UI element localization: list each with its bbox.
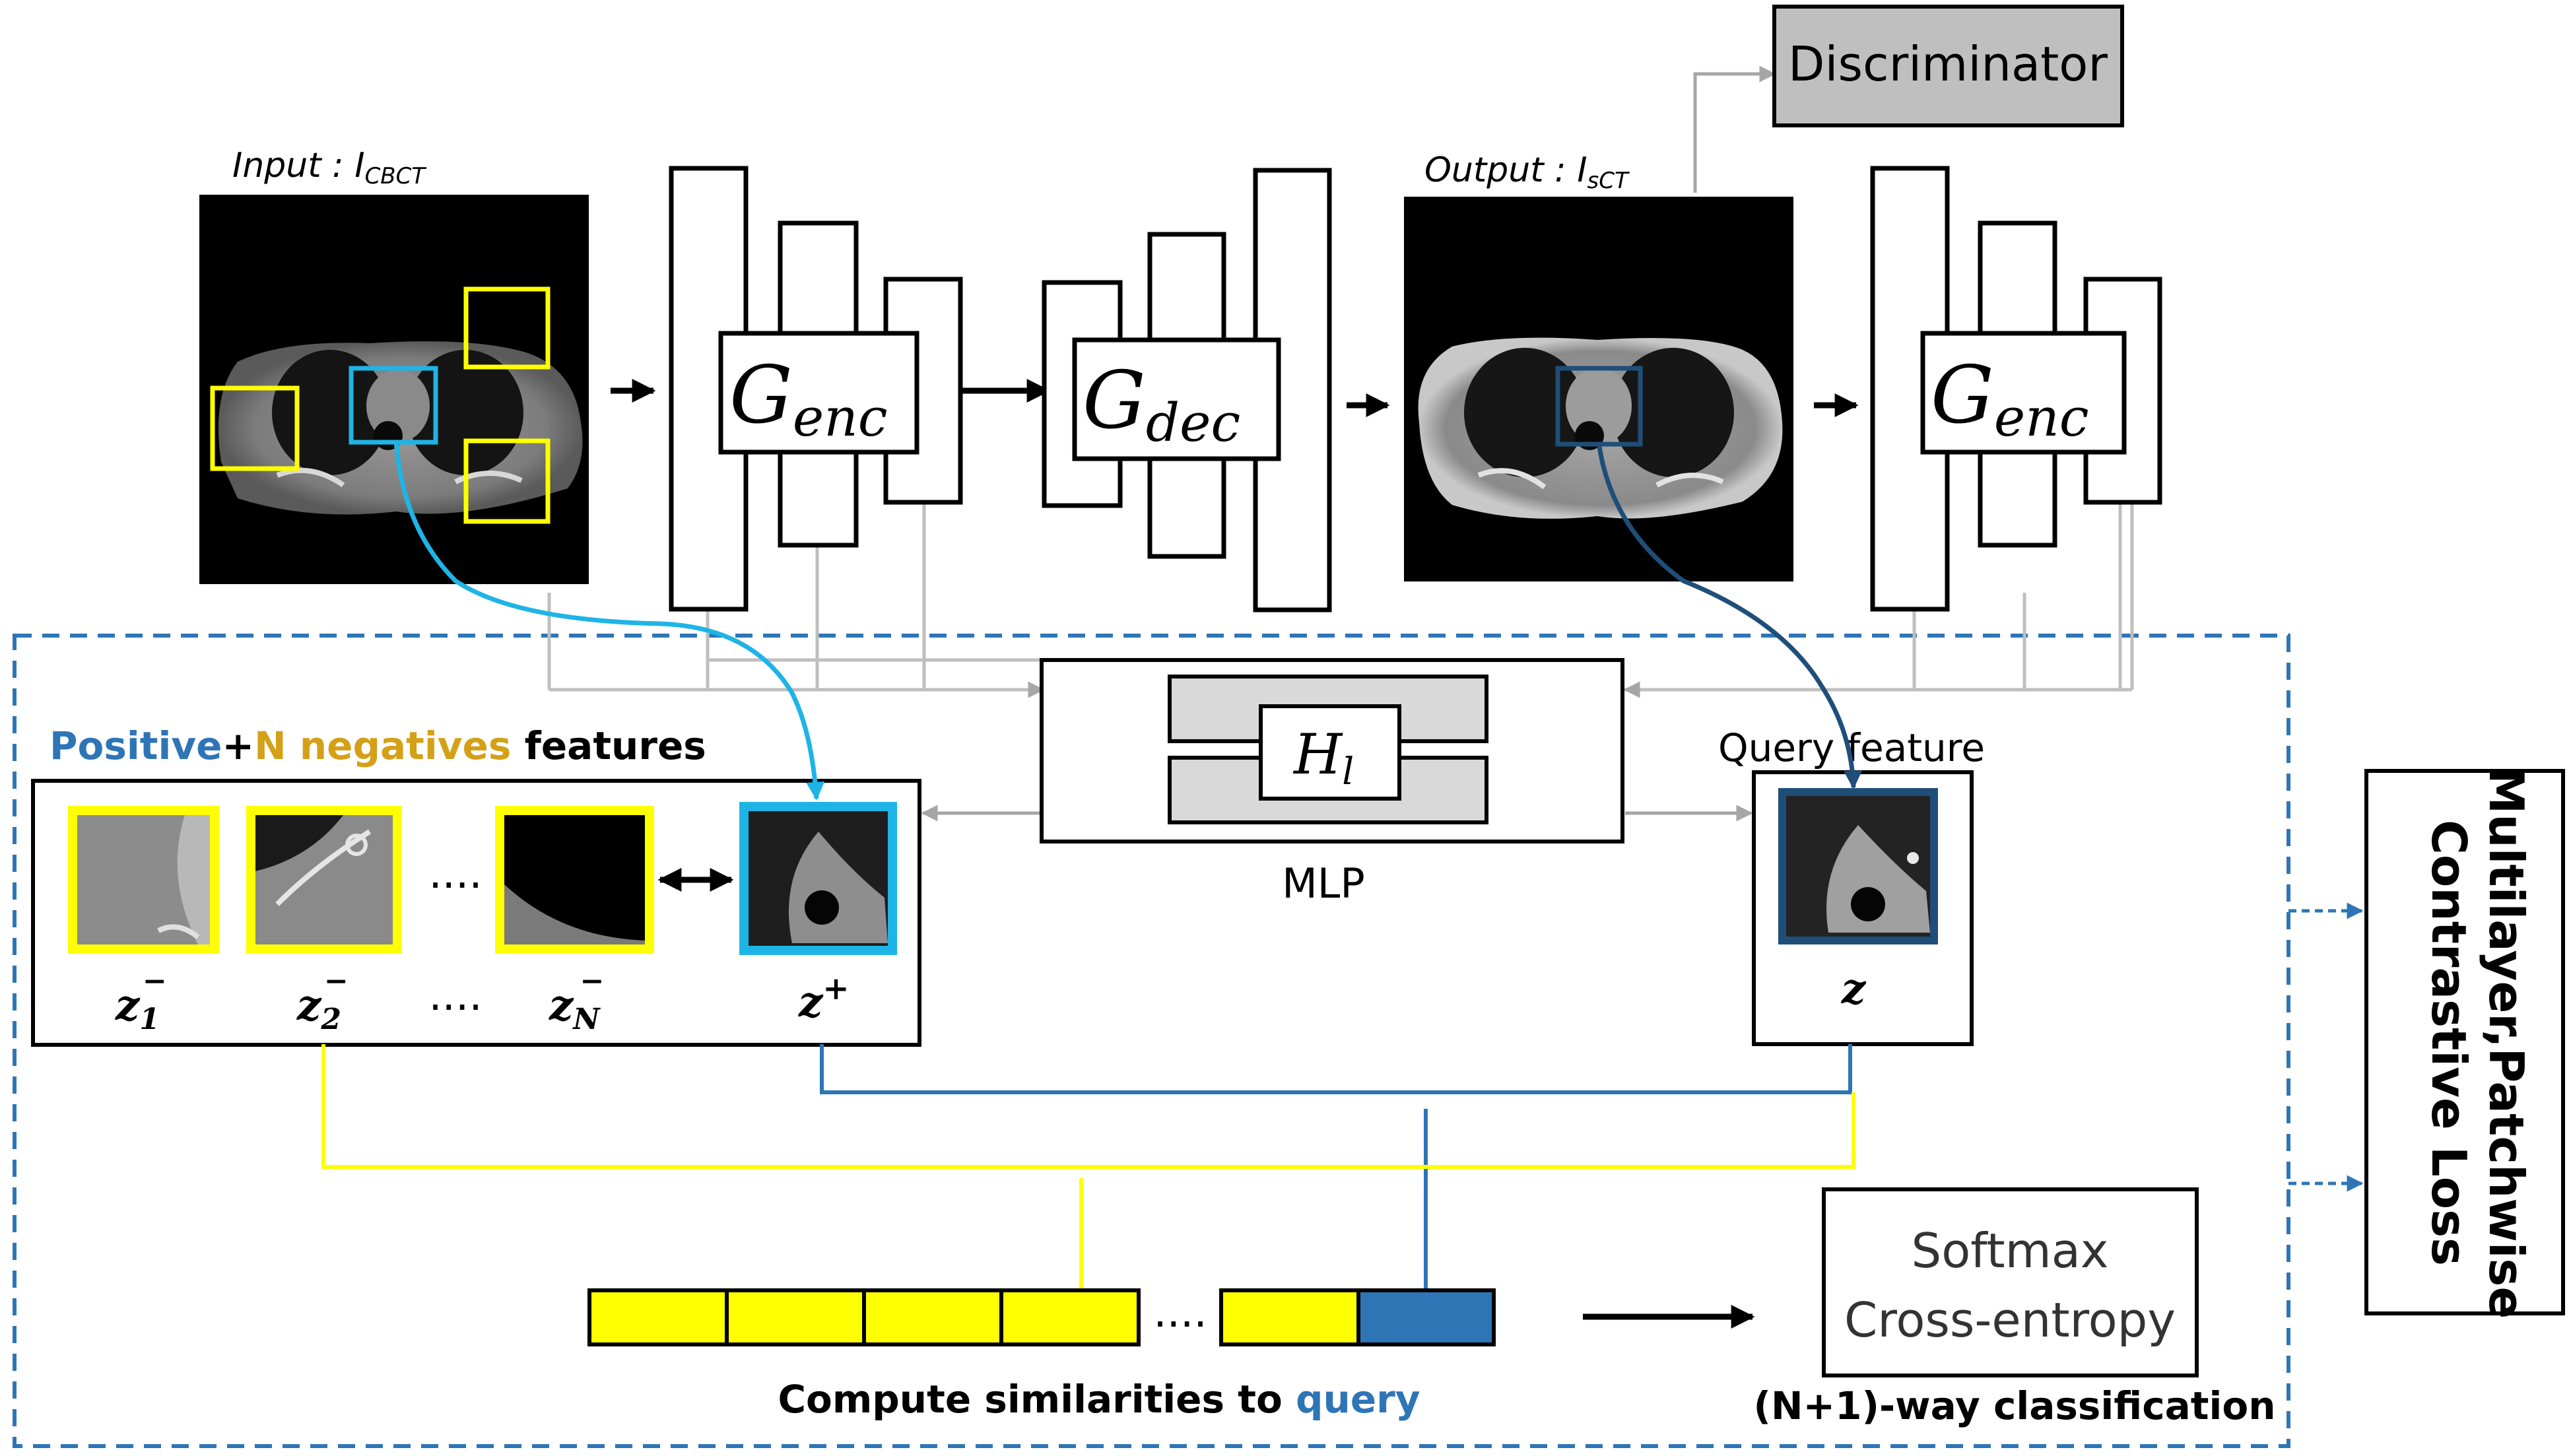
input-cbct-image (199, 195, 589, 584)
encoder-2-label: Genc (1931, 350, 2089, 448)
output-label: Output : IsCT (1424, 150, 1630, 194)
loss-box (2364, 769, 2565, 1315)
mlp-label: MLP (1282, 859, 1364, 908)
negative-patch-n (495, 806, 654, 954)
softmax-line2: Cross-entropy (1844, 1292, 2176, 1348)
z2-label: z2− (296, 964, 349, 1036)
z1-label: z1− (115, 964, 167, 1036)
zplus-label: z+ (798, 970, 850, 1027)
mlp-block (1040, 658, 1624, 844)
negative-patch-1 (68, 806, 219, 954)
loss-line2: Contrastive Loss (2421, 820, 2477, 1266)
zq-label: z (1841, 964, 1867, 1014)
mlp-head-label: Hl (1292, 722, 1354, 793)
positive-similarity-line (820, 1044, 1852, 1094)
feature-tap-lines (547, 499, 2134, 692)
features-dots-1: .... (428, 849, 482, 898)
features-title: Positive+N negatives features (50, 723, 706, 768)
dark-patch-arrow (1596, 442, 1863, 789)
query-patch (1778, 788, 1938, 944)
positive-patch (739, 802, 897, 955)
arrow-output-to-discriminator (1693, 65, 1776, 193)
loss-line1: Multilayer,Patchwise (2479, 767, 2534, 1319)
negative-similarity-line (321, 1044, 1855, 1169)
features-dots-2: .... (428, 972, 482, 1020)
negative-patch-2 (246, 806, 402, 954)
output-sct-image (1404, 197, 1793, 581)
discriminator-box (1772, 5, 2124, 127)
similarity-vector (587, 1288, 1496, 1346)
decoder-label: Gdec (1083, 355, 1240, 453)
input-label: Input : ICBCT (232, 146, 426, 189)
cyan-patch-arrow (393, 440, 825, 801)
classification-label: (N+1)-way classification (1753, 1383, 2275, 1428)
softmax-box (1822, 1187, 2199, 1377)
zn-label: zN− (549, 964, 604, 1036)
discriminator-label: Discriminator (1788, 36, 2108, 92)
decoder (1042, 168, 1332, 612)
softmax-line1: Softmax (1912, 1223, 2109, 1278)
similarity-caption: Compute similarities to query (778, 1377, 1420, 1422)
encoder-2 (1870, 166, 2162, 612)
encoder-1-label: Genc (729, 350, 888, 448)
similarity-vector-dots: .... (1153, 1288, 1207, 1337)
encoder-1 (669, 166, 963, 612)
contrastive-region-dashed-border (13, 634, 2290, 1448)
